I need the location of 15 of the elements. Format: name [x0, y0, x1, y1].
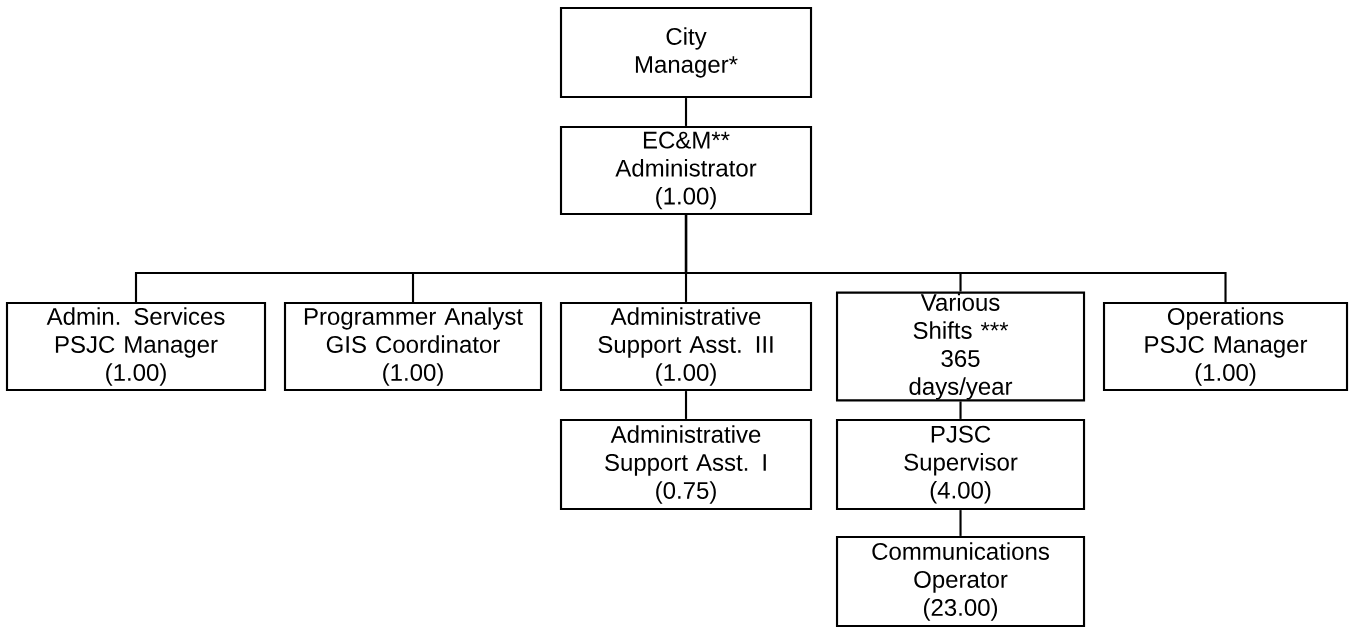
- connector-line: [959, 510, 962, 536]
- position-box: Operations PSJC Manager (1.00): [1102, 301, 1349, 392]
- connector-line: [684, 98, 688, 126]
- position-box: City Manager*: [559, 6, 813, 99]
- position-box: Administrative Support Asst. I (0.75): [559, 418, 813, 511]
- position-box: Programmer Analyst GIS Coordinator (1.00): [283, 301, 543, 392]
- position-box: EC&M** Administrator (1.00): [559, 125, 813, 216]
- position-box: Admin. Services PSJC Manager (1.00): [5, 301, 267, 392]
- position-box: Communications Operator (23.00): [835, 535, 1086, 628]
- position-box: Administrative Support Asst. III (1.00): [559, 301, 813, 392]
- position-box: PJSC Supervisor (4.00): [835, 418, 1086, 511]
- connector-line: [959, 401, 962, 419]
- connector-line: [684, 391, 688, 419]
- connector-line: [684, 215, 1227, 302]
- position-box: Various Shifts *** 365 days/year: [835, 291, 1086, 402]
